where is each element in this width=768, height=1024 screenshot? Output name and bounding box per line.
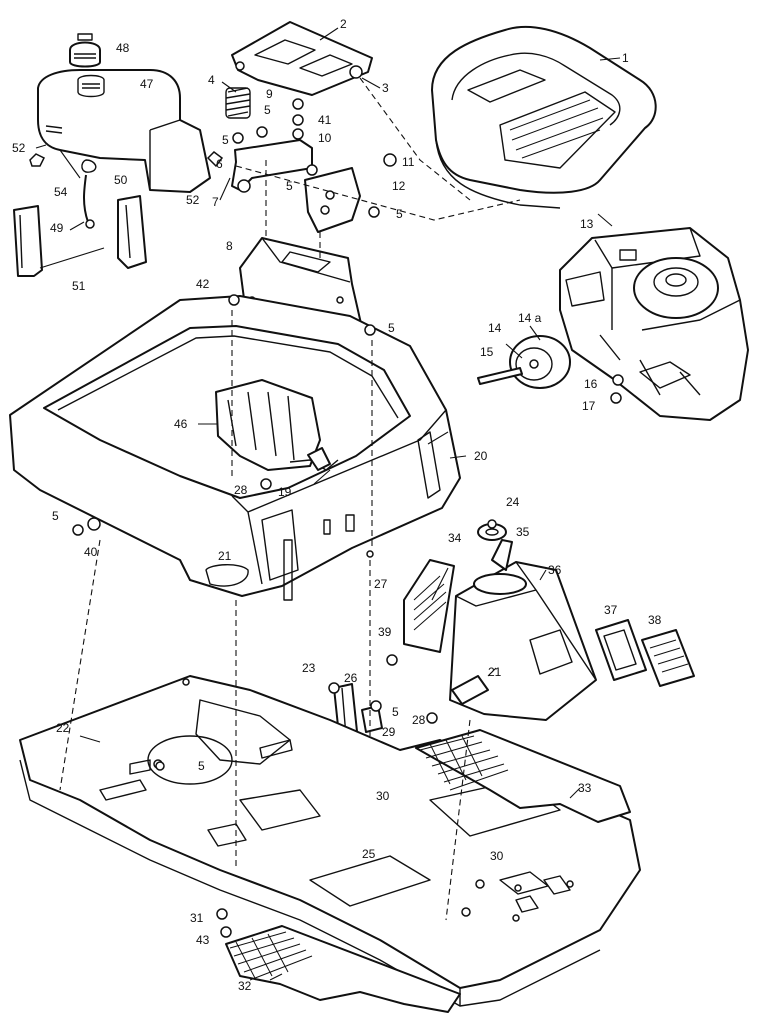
callout-38: 38 bbox=[648, 613, 662, 627]
callout-30b: 30 bbox=[490, 849, 504, 863]
seat-spring bbox=[225, 87, 251, 119]
callout-5c: 5 bbox=[286, 179, 293, 193]
frame-pan bbox=[19, 675, 641, 1007]
callout-47: 47 bbox=[140, 77, 154, 91]
callout-5h: 5 bbox=[198, 759, 205, 773]
callout-34: 34 bbox=[448, 531, 462, 545]
bezel-37 bbox=[595, 619, 647, 681]
callout-17: 17 bbox=[582, 399, 596, 413]
callout-52b: 52 bbox=[186, 193, 200, 207]
callout-8: 8 bbox=[226, 239, 233, 253]
callout-13: 13 bbox=[580, 217, 594, 231]
callout-26: 26 bbox=[344, 671, 358, 685]
callout-9: 9 bbox=[266, 87, 273, 101]
callout-35: 35 bbox=[516, 525, 530, 539]
callout-48: 48 bbox=[116, 41, 130, 55]
callout-41: 41 bbox=[318, 113, 332, 127]
callout-5e: 5 bbox=[388, 321, 395, 335]
callout-29: 29 bbox=[382, 725, 396, 739]
callout-43: 43 bbox=[196, 933, 210, 947]
callout-14a: 14 a bbox=[518, 311, 542, 325]
footpad-mat-rear bbox=[415, 729, 631, 823]
callout-10: 10 bbox=[318, 131, 332, 145]
callout-32: 32 bbox=[238, 979, 252, 993]
tank-strap-left bbox=[13, 205, 43, 277]
leader-lines bbox=[35, 27, 621, 981]
callout-22: 22 bbox=[56, 721, 70, 735]
callout-7: 7 bbox=[212, 195, 219, 209]
callout-14: 14 bbox=[488, 321, 502, 335]
callout-5a: 5 bbox=[222, 133, 229, 147]
callout-21b: 21 bbox=[488, 665, 502, 679]
callout-6: 6 bbox=[216, 157, 223, 171]
callout-5d: 5 bbox=[396, 207, 403, 221]
callout-numbers: 1 2 3 4 5 5 5 5 5 5 5 5 6 7 8 9 10 11 12… bbox=[12, 17, 662, 993]
callout-23: 23 bbox=[302, 661, 316, 675]
engine-pulley bbox=[477, 335, 571, 389]
console-mount bbox=[451, 675, 489, 705]
callout-31: 31 bbox=[190, 911, 204, 925]
seat bbox=[431, 25, 657, 209]
callout-1: 1 bbox=[622, 51, 629, 65]
callout-33: 33 bbox=[578, 781, 592, 795]
callout-2: 2 bbox=[340, 17, 347, 31]
fuel-line bbox=[81, 159, 97, 229]
callout-46: 46 bbox=[174, 417, 188, 431]
tank-strap-right bbox=[117, 195, 147, 269]
callout-37: 37 bbox=[604, 603, 618, 617]
callout-19: 19 bbox=[278, 485, 292, 499]
callout-50: 50 bbox=[114, 173, 128, 187]
seat-bracket-left bbox=[231, 139, 313, 193]
callout-36: 36 bbox=[548, 563, 562, 577]
engine-fastener bbox=[610, 374, 624, 404]
callout-51: 51 bbox=[72, 279, 86, 293]
fuel-tank bbox=[37, 69, 211, 193]
dash-panel-left bbox=[403, 559, 455, 653]
wire-harness bbox=[289, 447, 339, 471]
callout-39: 39 bbox=[378, 625, 392, 639]
bezel-38 bbox=[641, 629, 695, 687]
callout-15: 15 bbox=[480, 345, 494, 359]
seat-pan bbox=[231, 21, 373, 96]
callout-25: 25 bbox=[362, 847, 376, 861]
alignment-lines bbox=[59, 77, 521, 921]
callout-5b: 5 bbox=[264, 103, 271, 117]
callout-16: 16 bbox=[584, 377, 598, 391]
engine bbox=[559, 227, 749, 421]
callout-49: 49 bbox=[50, 221, 64, 235]
callout-28b: 28 bbox=[412, 713, 426, 727]
callout-30a: 30 bbox=[376, 789, 390, 803]
callout-5g: 5 bbox=[392, 705, 399, 719]
callout-27: 27 bbox=[374, 577, 388, 591]
fuel-cap bbox=[69, 33, 101, 68]
callout-4: 4 bbox=[208, 73, 215, 87]
callout-28a: 28 bbox=[234, 483, 248, 497]
callout-24: 24 bbox=[506, 495, 520, 509]
hardware bbox=[29, 98, 497, 938]
seat-bracket-right bbox=[304, 167, 361, 233]
footpad-mat-front bbox=[225, 925, 461, 1013]
callout-42: 42 bbox=[196, 277, 210, 291]
callout-21a: 21 bbox=[218, 549, 232, 563]
callout-20: 20 bbox=[474, 449, 488, 463]
steering-console bbox=[449, 539, 597, 721]
callout-3: 3 bbox=[382, 81, 389, 95]
callout-40: 40 bbox=[84, 545, 98, 559]
callout-11: 11 bbox=[402, 155, 415, 169]
callout-54: 54 bbox=[54, 185, 68, 199]
callout-52a: 52 bbox=[12, 141, 26, 155]
callout-5f: 5 bbox=[52, 509, 59, 523]
callout-12: 12 bbox=[392, 179, 406, 193]
